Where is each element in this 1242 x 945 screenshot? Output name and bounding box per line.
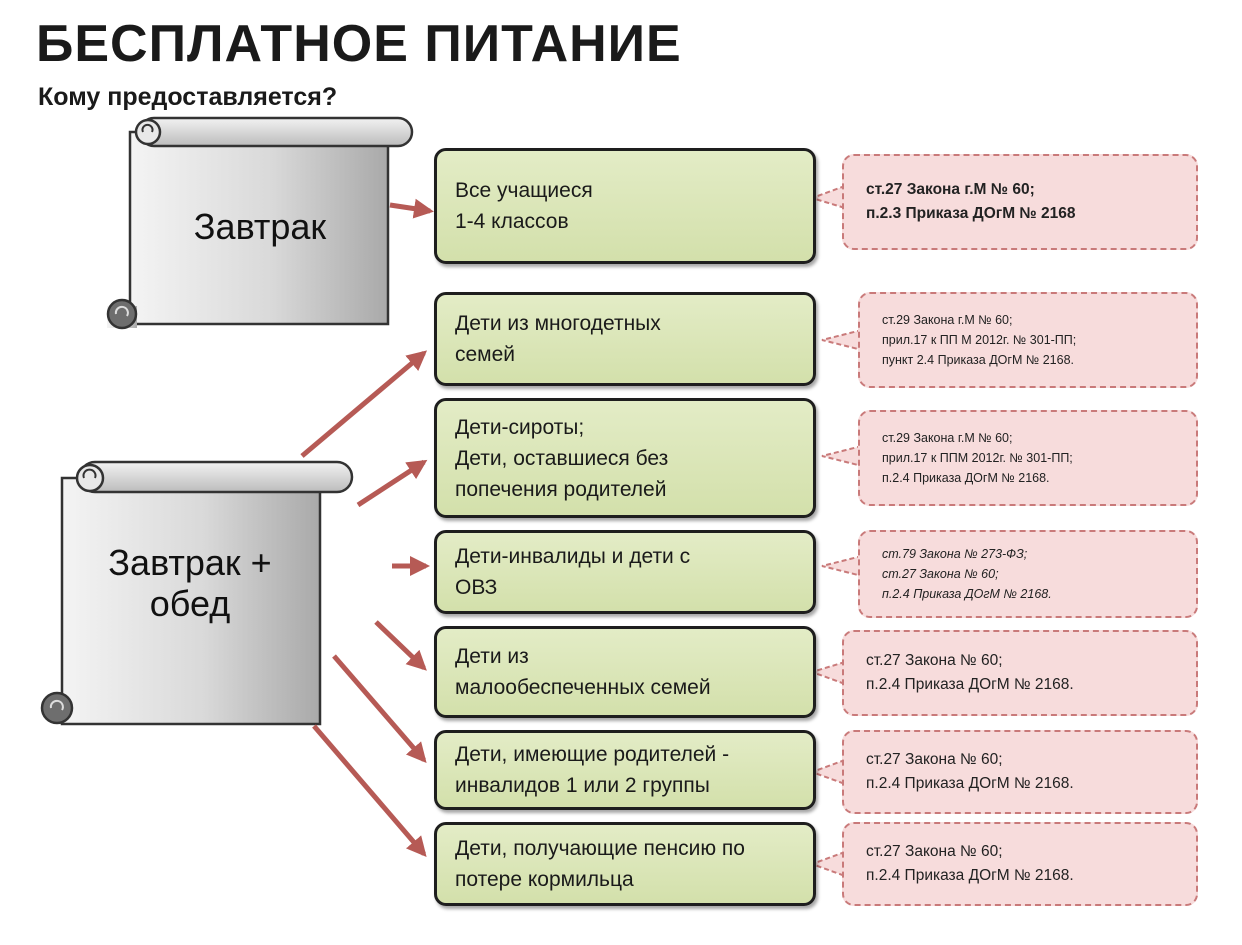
- eligibility-box-orphans: Дети-сироты; Дети, оставшиеся без попече…: [434, 398, 816, 518]
- eligibility-text: Дети, имеющие родителей - инвалидов 1 ил…: [455, 743, 730, 797]
- legal-ref-text: ст.27 Закона № 60; п.2.4 Приказа ДОгМ № …: [866, 751, 1074, 792]
- arrow-orphans: [356, 459, 428, 508]
- eligibility-text: Дети-инвалиды и дети с ОВЗ: [455, 545, 691, 599]
- eligibility-text: Дети из малообеспеченных семей: [455, 645, 711, 699]
- arrows: [300, 198, 434, 858]
- legal-ref-box: ст.29 Закона г.М № 60; прил.17 к ПП М 20…: [858, 292, 1198, 388]
- eligibility-text: Дети, получающие пенсию по потере кормил…: [455, 837, 745, 891]
- legal-ref-text: ст.27 Закона г.М № 60; п.2.3 Приказа ДОг…: [866, 181, 1076, 222]
- scroll-label-breakfast-lunch: Завтрак + обед: [108, 542, 272, 625]
- arrow-survivor-pension: [312, 724, 427, 858]
- legal-ref-box: ст.27 Закона г.М № 60; п.2.3 Приказа ДОг…: [842, 154, 1198, 250]
- arrow-disabled-parents: [332, 654, 427, 764]
- legal-ref-text: ст.79 Закона № 273-ФЗ; ст.27 Закона № 60…: [882, 547, 1052, 601]
- eligibility-box-disabled-parents: Дети, имеющие родителей - инвалидов 1 ил…: [434, 730, 816, 810]
- eligibility-box-survivor-pension: Дети, получающие пенсию по потере кормил…: [434, 822, 816, 906]
- arrow-large-families: [300, 350, 428, 458]
- legal-ref-box: ст.27 Закона № 60; п.2.4 Приказа ДОгМ № …: [842, 630, 1198, 716]
- page-subtitle: Кому предоставляется?: [38, 83, 338, 111]
- scroll-breakfast-lunch: [40, 460, 354, 726]
- legal-ref-box: ст.29 Закона г.М № 60; прил.17 к ППМ 201…: [858, 410, 1198, 506]
- legal-ref-box: ст.27 Закона № 60; п.2.4 Приказа ДОгМ № …: [842, 822, 1198, 906]
- eligibility-box-low-income: Дети из малообеспеченных семей: [434, 626, 816, 718]
- legal-ref-box: ст.79 Закона № 273-ФЗ; ст.27 Закона № 60…: [858, 530, 1198, 618]
- eligibility-text: Все учащиеся 1-4 классов: [455, 179, 593, 233]
- eligibility-text: Дети-сироты; Дети, оставшиеся без попече…: [455, 415, 669, 501]
- eligibility-text: Дети из многодетных семей: [455, 312, 661, 366]
- scroll-label-breakfast: Завтрак: [193, 206, 327, 247]
- eligibility-box-grades-1-4: Все учащиеся 1-4 классов: [434, 148, 816, 264]
- arrow-low-income: [374, 620, 427, 671]
- legal-ref-text: ст.27 Закона № 60; п.2.4 Приказа ДОгМ № …: [866, 843, 1074, 884]
- legal-ref-text: ст.29 Закона г.М № 60; прил.17 к ППМ 201…: [882, 431, 1073, 485]
- eligibility-box-disabled-children: Дети-инвалиды и дети с ОВЗ: [434, 530, 816, 614]
- scroll-breakfast: [106, 116, 414, 330]
- page-title: БЕСПЛАТНОЕ ПИТАНИЕ: [36, 15, 682, 73]
- legal-ref-text: ст.29 Закона г.М № 60; прил.17 к ПП М 20…: [882, 313, 1077, 367]
- eligibility-box-large-families: Дети из многодетных семей: [434, 292, 816, 386]
- legal-ref-box: ст.27 Закона № 60; п.2.4 Приказа ДОгМ № …: [842, 730, 1198, 814]
- arrow-breakfast: [389, 198, 434, 219]
- legal-ref-text: ст.27 Закона № 60; п.2.4 Приказа ДОгМ № …: [866, 652, 1074, 693]
